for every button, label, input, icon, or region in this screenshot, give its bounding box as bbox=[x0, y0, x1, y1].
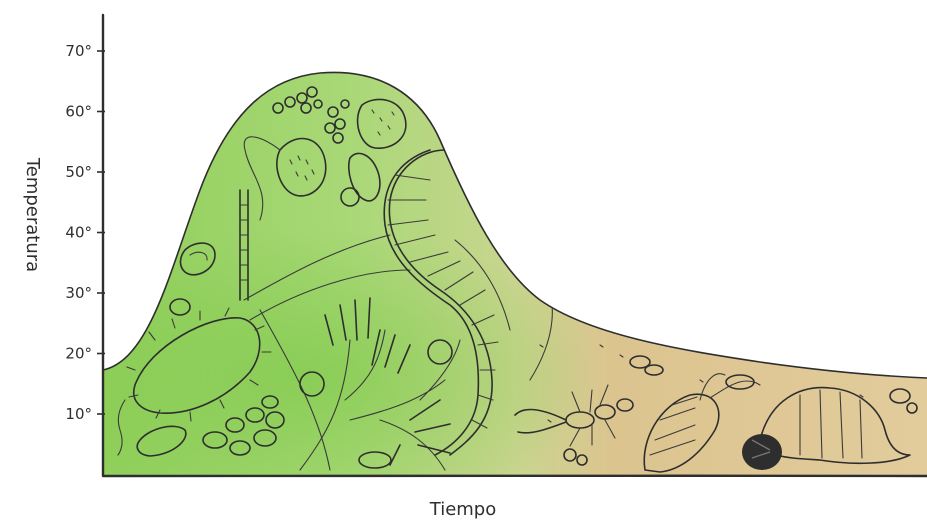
x-axis-title: Tiempo bbox=[429, 499, 497, 520]
y-tick-label: 70° bbox=[65, 42, 92, 60]
x-axis bbox=[103, 476, 927, 477]
y-tick-label: 20° bbox=[65, 345, 92, 363]
temperature-curve-area bbox=[103, 60, 927, 480]
y-axis bbox=[97, 15, 105, 476]
y-tick-label: 30° bbox=[65, 284, 92, 302]
y-tick-label: 40° bbox=[65, 224, 92, 242]
y-tick-label: 60° bbox=[65, 103, 92, 121]
y-tick-labels: 10° 20° 30° 40° 50° 60° 70° bbox=[65, 42, 92, 423]
y-tick-label: 50° bbox=[65, 163, 92, 181]
y-tick-label: 10° bbox=[65, 405, 92, 423]
y-axis-title: Temperatura bbox=[22, 157, 43, 272]
